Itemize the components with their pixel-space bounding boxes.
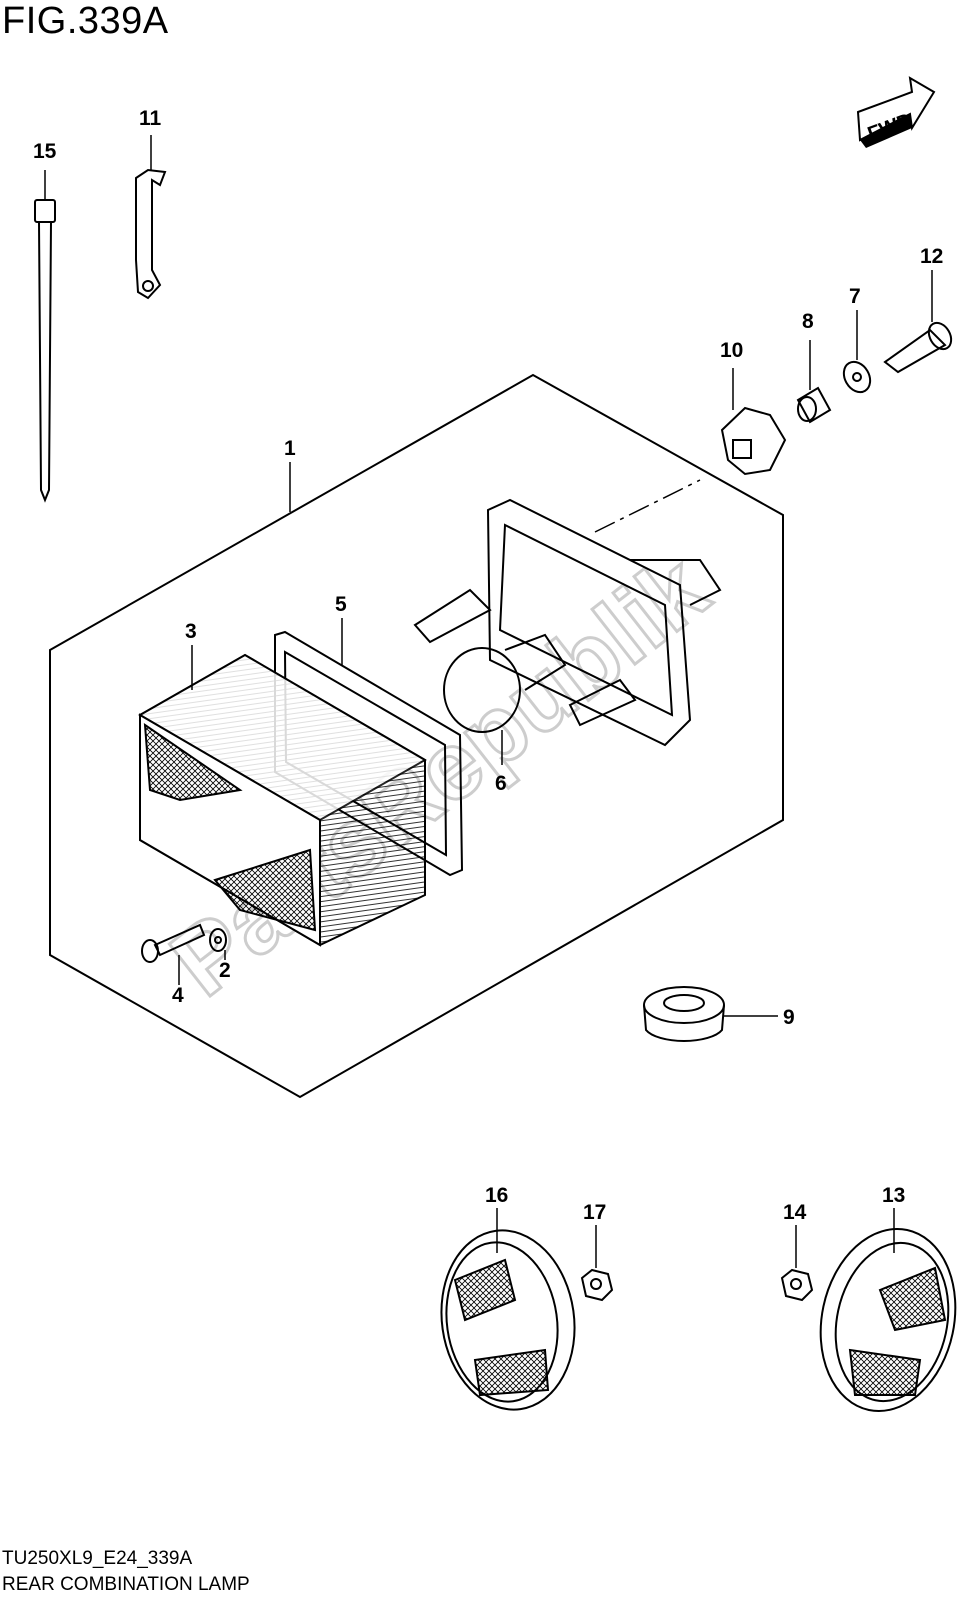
callout-5: 5	[335, 593, 347, 616]
callout-11: 11	[139, 107, 162, 130]
lens-screw	[141, 923, 206, 963]
lamp-housing	[413, 498, 722, 747]
callout-1: 1	[284, 437, 296, 460]
callout-4: 4	[172, 984, 184, 1007]
lamp-nut	[720, 406, 787, 476]
forward-arrow-icon: FWD	[856, 76, 936, 148]
collar	[796, 386, 832, 424]
reflector-right	[819, 1227, 957, 1413]
assembly-outline	[49, 373, 784, 1099]
tail-lens	[138, 653, 427, 947]
callout-13: 13	[882, 1184, 905, 1207]
callout-9: 9	[783, 1006, 795, 1029]
callout-17: 17	[583, 1201, 606, 1224]
assembly-caption: REAR COMBINATION LAMP	[2, 1574, 250, 1595]
clamp-bracket	[135, 168, 167, 300]
model-code: TU250XL9_E24_339A	[2, 1548, 193, 1569]
callout-15: 15	[33, 140, 57, 163]
callout-10: 10	[720, 339, 743, 362]
callout-12: 12	[920, 245, 943, 268]
cable-tie	[34, 199, 56, 503]
figure-title: FIG.339A	[2, 0, 169, 42]
nut-right	[780, 1268, 814, 1302]
tapping-screw	[883, 321, 953, 374]
lens-washer	[209, 928, 227, 952]
callout-6: 6	[495, 772, 507, 795]
callout-2: 2	[219, 959, 231, 982]
washer	[842, 360, 872, 394]
callout-8: 8	[802, 310, 814, 333]
callout-3: 3	[185, 620, 197, 643]
callout-7: 7	[849, 285, 861, 308]
grommet	[643, 986, 725, 1043]
reflector-left	[440, 1229, 576, 1411]
nut-left	[580, 1268, 614, 1302]
callout-14: 14	[783, 1201, 807, 1224]
bulb	[443, 633, 567, 733]
callout-16: 16	[485, 1184, 508, 1207]
fwd-label: FWD	[865, 109, 915, 145]
